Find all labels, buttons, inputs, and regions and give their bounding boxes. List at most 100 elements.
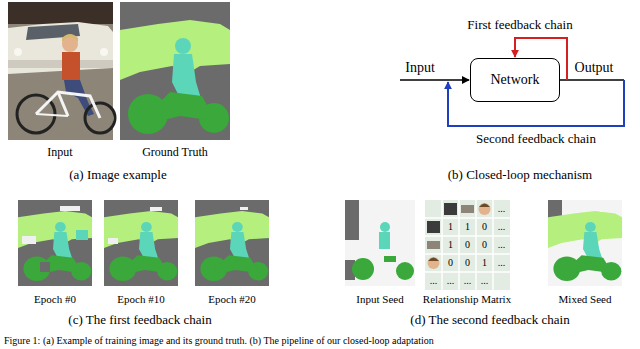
panel-caption: (a) Image example	[69, 168, 166, 183]
rect-shape	[548, 200, 622, 286]
polygon-shape	[8, 22, 113, 74]
node-text: Network	[491, 72, 540, 88]
line-shape	[425, 217, 510, 219]
relationship-matrix	[425, 200, 510, 290]
matrix-cell: 1	[448, 239, 453, 251]
line-shape	[425, 253, 510, 255]
io-label: Input	[405, 60, 435, 76]
matrix-cell: ...	[498, 221, 506, 233]
feedback-label: Second feedback chain	[476, 132, 596, 147]
image-label: Input	[47, 146, 72, 160]
polyline-shape	[36, 92, 100, 118]
matrix-cell: ...	[498, 239, 506, 251]
circle-shape	[100, 48, 108, 56]
rect-shape	[384, 256, 396, 262]
rect-shape	[427, 241, 440, 249]
io-label: Output	[575, 60, 614, 76]
image-label: Epoch #0	[34, 293, 76, 306]
line-shape	[441, 200, 443, 290]
image-label: Epoch #10	[117, 293, 164, 306]
closed-loop-wires	[400, 38, 624, 126]
path-shape	[479, 204, 490, 208]
rect-shape	[150, 207, 162, 211]
rect-shape	[600, 206, 618, 212]
rect-shape	[8, 60, 113, 68]
figure-caption: Figure 1: (a) Example of training image …	[4, 335, 434, 347]
input-arrow	[400, 79, 469, 81]
network-box: Network	[470, 58, 560, 102]
matrix-cell: 0	[448, 257, 453, 269]
matrix-cell: ...	[481, 275, 489, 287]
rect-shape	[345, 200, 359, 240]
rect-shape	[425, 200, 510, 290]
input-seed-mask	[345, 200, 415, 286]
line-shape	[458, 200, 460, 290]
line-shape	[425, 235, 510, 237]
rect-shape	[104, 200, 178, 286]
matrix-cell: ...	[498, 203, 506, 215]
line-shape	[475, 200, 477, 290]
matrix-cell: 1	[482, 257, 487, 269]
circle-shape	[428, 257, 440, 269]
ground-truth-mask	[120, 2, 230, 140]
rect-shape	[427, 221, 440, 233]
epoch-20-mask	[195, 200, 269, 286]
use-shape	[18, 211, 92, 281]
matrix-cell: ...	[464, 275, 472, 287]
image-label: Relationship Matrix	[423, 293, 511, 306]
rect-shape	[40, 262, 50, 272]
use-shape	[120, 20, 230, 134]
use-shape	[104, 211, 178, 281]
matrix-cell: ...	[430, 275, 438, 287]
path-shape	[428, 258, 439, 262]
rect-shape	[345, 200, 415, 286]
rect-shape	[22, 236, 36, 244]
rect-shape	[195, 200, 269, 286]
rect-shape	[444, 203, 457, 215]
rect-shape	[18, 200, 92, 286]
matrix-cell: 0	[465, 239, 470, 251]
matrix-cell: 1	[465, 221, 470, 233]
circle-shape	[479, 203, 491, 215]
output-line	[560, 79, 624, 81]
line-shape	[425, 271, 510, 273]
rect-shape	[8, 2, 113, 140]
circle-shape	[380, 222, 390, 232]
rect-shape	[379, 232, 390, 249]
input-photo	[8, 2, 115, 140]
use-shape	[548, 211, 622, 281]
feedback-label: First feedback chain	[467, 18, 572, 33]
image-label: Ground Truth	[142, 146, 208, 160]
matrix-cell: 0	[465, 257, 470, 269]
rect-shape	[60, 206, 80, 211]
rect-shape	[108, 238, 118, 244]
rect-shape	[120, 2, 230, 140]
image-label: Epoch #20	[208, 293, 255, 306]
circle-shape	[396, 262, 414, 280]
rect-shape	[8, 2, 113, 24]
line-shape	[58, 92, 68, 116]
line-shape	[492, 200, 494, 290]
line-shape	[36, 114, 68, 116]
matrix-cell: 1	[448, 221, 453, 233]
matrix-cell: 0	[482, 221, 487, 233]
panel-caption: (d) The second feedback chain	[410, 313, 569, 328]
rect-shape	[461, 205, 474, 213]
image-label: Input Seed	[356, 293, 403, 306]
image-label: Mixed Seed	[559, 293, 612, 306]
panel-caption: (c) The first feedback chain	[68, 313, 211, 328]
g-shape	[425, 200, 510, 290]
epoch-10-mask	[104, 200, 178, 286]
panel-caption: (b) Closed-loop mechanism	[448, 168, 592, 183]
path-shape	[62, 34, 78, 42]
circle-shape	[14, 48, 22, 56]
matrix-cell: ...	[447, 275, 455, 287]
circle-shape	[352, 258, 374, 280]
rect-shape	[76, 230, 88, 240]
rect-shape	[62, 52, 80, 80]
mixed-seed-mask	[548, 200, 622, 286]
epoch-0-mask	[18, 200, 92, 286]
matrix-cell: 0	[482, 239, 487, 251]
use-shape	[195, 211, 269, 281]
